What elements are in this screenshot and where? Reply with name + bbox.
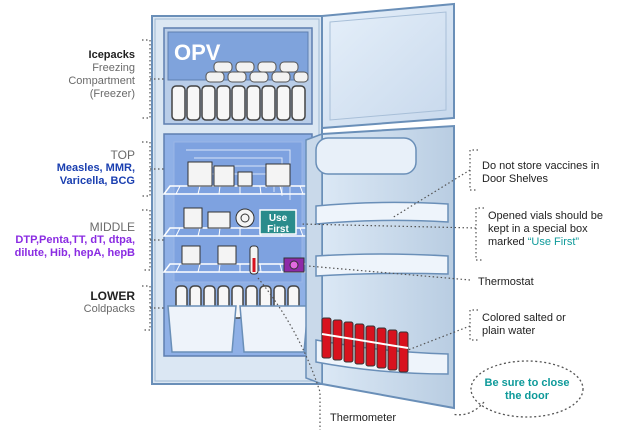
- close-door-line1: Be sure to close: [484, 377, 570, 389]
- icepacks-title: Icepacks: [88, 49, 135, 61]
- door-shelves-line2: Door Shelves: [482, 173, 549, 185]
- right-leaders: [257, 149, 484, 430]
- opened-vials-note: Opened vials should be kept in a special…: [488, 210, 615, 249]
- middle-shelf-vaccines-line2: dilute, Hib, hepA, hepB: [14, 247, 135, 259]
- freezer-label: Icepacks Freezing Compartment (Freezer): [22, 49, 135, 101]
- middle-shelf-label: MIDDLE DTP,Penta,TT, dT, dtpa, dilute, H…: [4, 221, 135, 260]
- close-door-bubble: [451, 360, 584, 418]
- close-door-note: Be sure to close the door: [474, 377, 580, 403]
- colored-water-line1: Colored salted or: [482, 312, 566, 324]
- thermometer-label: Thermometer: [330, 412, 397, 424]
- use-first-box: Use First: [259, 209, 297, 235]
- icepacks: [171, 85, 306, 121]
- top-shelf-vaccines-line1: Measles, MMR,: [56, 162, 135, 174]
- colored-water-line2: plain water: [482, 325, 536, 337]
- middle-shelf-title: MIDDLE: [89, 220, 135, 234]
- left-brackets: [142, 39, 164, 331]
- water-bottles: [321, 317, 409, 373]
- lower-shelf-title: LOWER: [90, 289, 135, 303]
- top-shelf-label: TOP Measles, MMR, Varicella, BCG: [22, 149, 135, 188]
- crisper-drawers: [167, 305, 309, 353]
- opv-label: OPV: [174, 40, 221, 65]
- thermostat-icon: [283, 257, 305, 273]
- opened-vials-use-first: “Use First”: [527, 236, 580, 248]
- lower-shelf-subtitle: Coldpacks: [83, 303, 135, 315]
- thermostat-label: Thermostat: [478, 276, 534, 288]
- freezer-line1: Freezing: [92, 62, 135, 74]
- freezer-door: [321, 2, 455, 130]
- opened-vials-line3-prefix: marked: [488, 236, 528, 248]
- middle-shelf-vaccines-line1: DTP,Penta,TT, dT, dtpa,: [15, 234, 135, 246]
- freezer-compartment: [163, 27, 313, 125]
- opened-vials-line1: Opened vials should be: [488, 210, 603, 222]
- top-shelf-title: TOP: [110, 148, 135, 162]
- door-shelves-line1: Do not store vaccines in: [482, 160, 600, 172]
- top-shelf-vaccines-line2: Varicella, BCG: [59, 175, 135, 187]
- lower-shelf-label: LOWER Coldpacks: [22, 290, 135, 316]
- use-first-line1: Use: [269, 213, 288, 224]
- use-first-line2: First: [267, 224, 289, 235]
- freezer-line3: (Freezer): [89, 88, 135, 100]
- opv-vials: [205, 61, 309, 83]
- door-shelves-note: Do not store vaccines in Door Shelves: [482, 160, 614, 186]
- freezer-line2: Compartment: [68, 75, 135, 87]
- close-door-line2: the door: [505, 390, 549, 402]
- opened-vials-line2: kept in a special box: [488, 223, 588, 235]
- thermometer-icon: [249, 245, 259, 275]
- colored-water-note: Colored salted or plain water: [482, 312, 612, 338]
